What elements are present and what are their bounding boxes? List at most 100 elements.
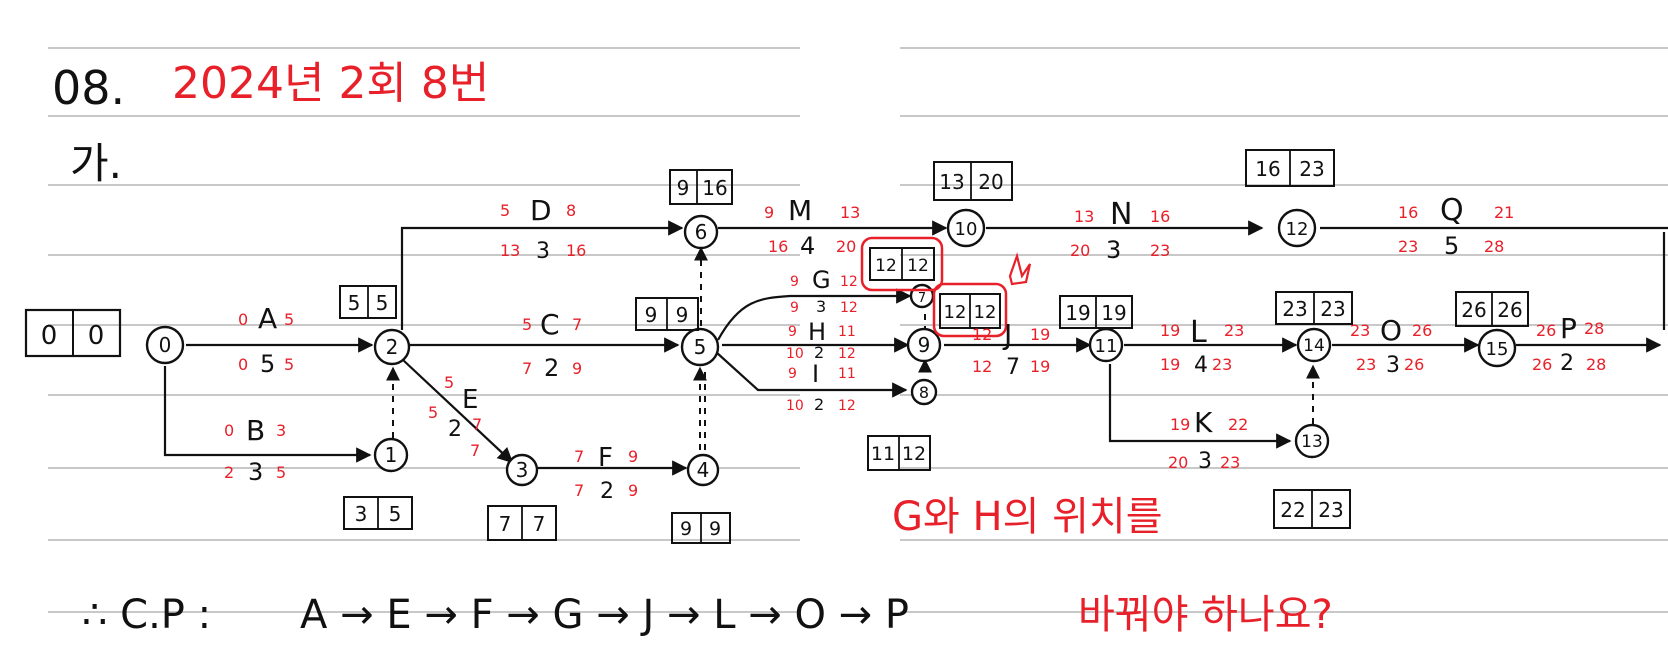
svg-text:9: 9	[676, 303, 689, 327]
node-12-label: 12	[1286, 219, 1309, 240]
svg-text:5: 5	[276, 463, 286, 482]
node-3-label: 3	[516, 458, 529, 482]
timebox-node-11: 19 19	[1059, 295, 1133, 329]
svg-text:23: 23	[1320, 297, 1345, 321]
activity-C-name: C	[540, 308, 560, 341]
question-note-line2: 바꿔야 하나요?	[1078, 592, 1333, 638]
svg-text:21: 21	[1494, 203, 1514, 222]
activity-M-name: M	[788, 194, 812, 227]
svg-text:26: 26	[1536, 321, 1556, 340]
svg-text:26: 26	[1532, 355, 1552, 374]
dummy-arrows	[386, 246, 1320, 450]
timebox-node-4: 9 9	[671, 512, 731, 544]
node-1	[373, 437, 409, 473]
svg-text:5: 5	[376, 291, 389, 315]
svg-text:13: 13	[1074, 207, 1094, 226]
svg-text:9: 9	[572, 359, 582, 378]
svg-text:12: 12	[840, 274, 858, 290]
svg-text:3: 3	[1106, 236, 1121, 264]
svg-text:0: 0	[238, 310, 248, 329]
svg-text:23: 23	[1350, 321, 1370, 340]
timebox-node-12: 16 23	[1245, 149, 1335, 187]
timebox-node-14: 23 23	[1275, 291, 1353, 325]
node-13-label: 13	[1301, 432, 1323, 452]
timebox-node-7: 12 12	[860, 236, 944, 292]
svg-text:12: 12	[902, 443, 926, 465]
activity-B-name: B	[246, 414, 265, 447]
svg-text:5: 5	[522, 315, 532, 334]
problem-source: 2024년 2회 8번	[172, 58, 489, 109]
node-14-label: 14	[1303, 336, 1325, 356]
svg-text:7: 7	[1006, 355, 1020, 380]
svg-text:2: 2	[600, 479, 614, 504]
node-9-label: 9	[918, 333, 931, 357]
svg-text:5: 5	[444, 373, 454, 392]
svg-text:16: 16	[768, 237, 788, 256]
svg-text:5: 5	[348, 291, 361, 315]
node-10-label: 10	[955, 219, 978, 240]
svg-text:19: 19	[1170, 415, 1190, 434]
svg-text:7: 7	[574, 481, 584, 500]
node-0	[145, 325, 185, 365]
critical-path-step-O: O	[794, 592, 825, 638]
node-13	[1294, 423, 1330, 459]
svg-text:20: 20	[836, 237, 856, 256]
svg-text:7: 7	[499, 512, 512, 536]
svg-text:9: 9	[788, 324, 797, 340]
critical-path-step-A: A	[300, 592, 328, 638]
svg-text:11: 11	[871, 443, 895, 465]
svg-text:16: 16	[566, 241, 586, 260]
timebox-node-13: 22 23	[1273, 489, 1351, 529]
svg-text:26: 26	[1412, 321, 1432, 340]
activity-A-name: A	[258, 302, 277, 335]
svg-text:0: 0	[238, 355, 248, 374]
node-0-label: 0	[159, 333, 172, 357]
critical-path-step-E: E	[386, 592, 411, 638]
svg-text:9: 9	[764, 203, 774, 222]
node-6	[683, 214, 719, 250]
activity-labels: 0 A 5 0 5 5 0 B 3 2 3 5 5 C 7 7 2 9 5 D …	[224, 193, 1606, 504]
svg-text:0: 0	[41, 321, 58, 351]
problem-number: 08.	[52, 61, 125, 115]
svg-text:23: 23	[1282, 297, 1307, 321]
node-8-label: 8	[919, 383, 929, 402]
svg-text:26: 26	[1497, 298, 1522, 322]
svg-text:2: 2	[814, 343, 824, 362]
svg-text:20: 20	[1070, 241, 1090, 260]
svg-text:26: 26	[1461, 298, 1486, 322]
svg-text:8: 8	[566, 201, 576, 220]
timebox-node-1: 3 5	[343, 496, 413, 530]
critical-path-prefix: ∴ C.P :	[82, 592, 211, 638]
timebox-node-15: 26 26	[1455, 291, 1529, 327]
node-15-label: 15	[1486, 339, 1509, 360]
svg-text:9: 9	[788, 366, 797, 382]
svg-text:2: 2	[544, 354, 559, 382]
svg-text:19: 19	[1101, 301, 1126, 325]
arrow-I	[715, 351, 908, 398]
critical-path-step-J: J	[639, 592, 654, 638]
svg-text:3: 3	[248, 458, 263, 486]
svg-text:20: 20	[978, 170, 1003, 194]
svg-text:22: 22	[1280, 498, 1305, 522]
timebox-node-9: 12 12	[932, 252, 1032, 338]
svg-text:5: 5	[1444, 232, 1459, 260]
activity-I-name: I	[812, 360, 819, 388]
activity-E-name: E	[462, 385, 478, 415]
svg-text:22: 22	[1228, 415, 1248, 434]
node-time-boxes: 0 0 5 5 3 5 7 7 9 9	[24, 149, 1529, 544]
svg-text:5: 5	[428, 403, 438, 422]
svg-text:19: 19	[1065, 301, 1090, 325]
svg-text:26: 26	[1404, 355, 1424, 374]
critical-path-step-L: L	[713, 592, 736, 638]
arrow-E	[402, 359, 514, 464]
svg-text:5: 5	[260, 350, 275, 378]
activity-O-name: O	[1380, 314, 1402, 347]
node-2	[373, 328, 411, 366]
svg-text:12: 12	[907, 256, 929, 276]
node-11-label: 11	[1095, 336, 1118, 357]
svg-text:7: 7	[470, 441, 480, 460]
svg-text:5: 5	[389, 502, 402, 526]
svg-text:23: 23	[1150, 241, 1170, 260]
